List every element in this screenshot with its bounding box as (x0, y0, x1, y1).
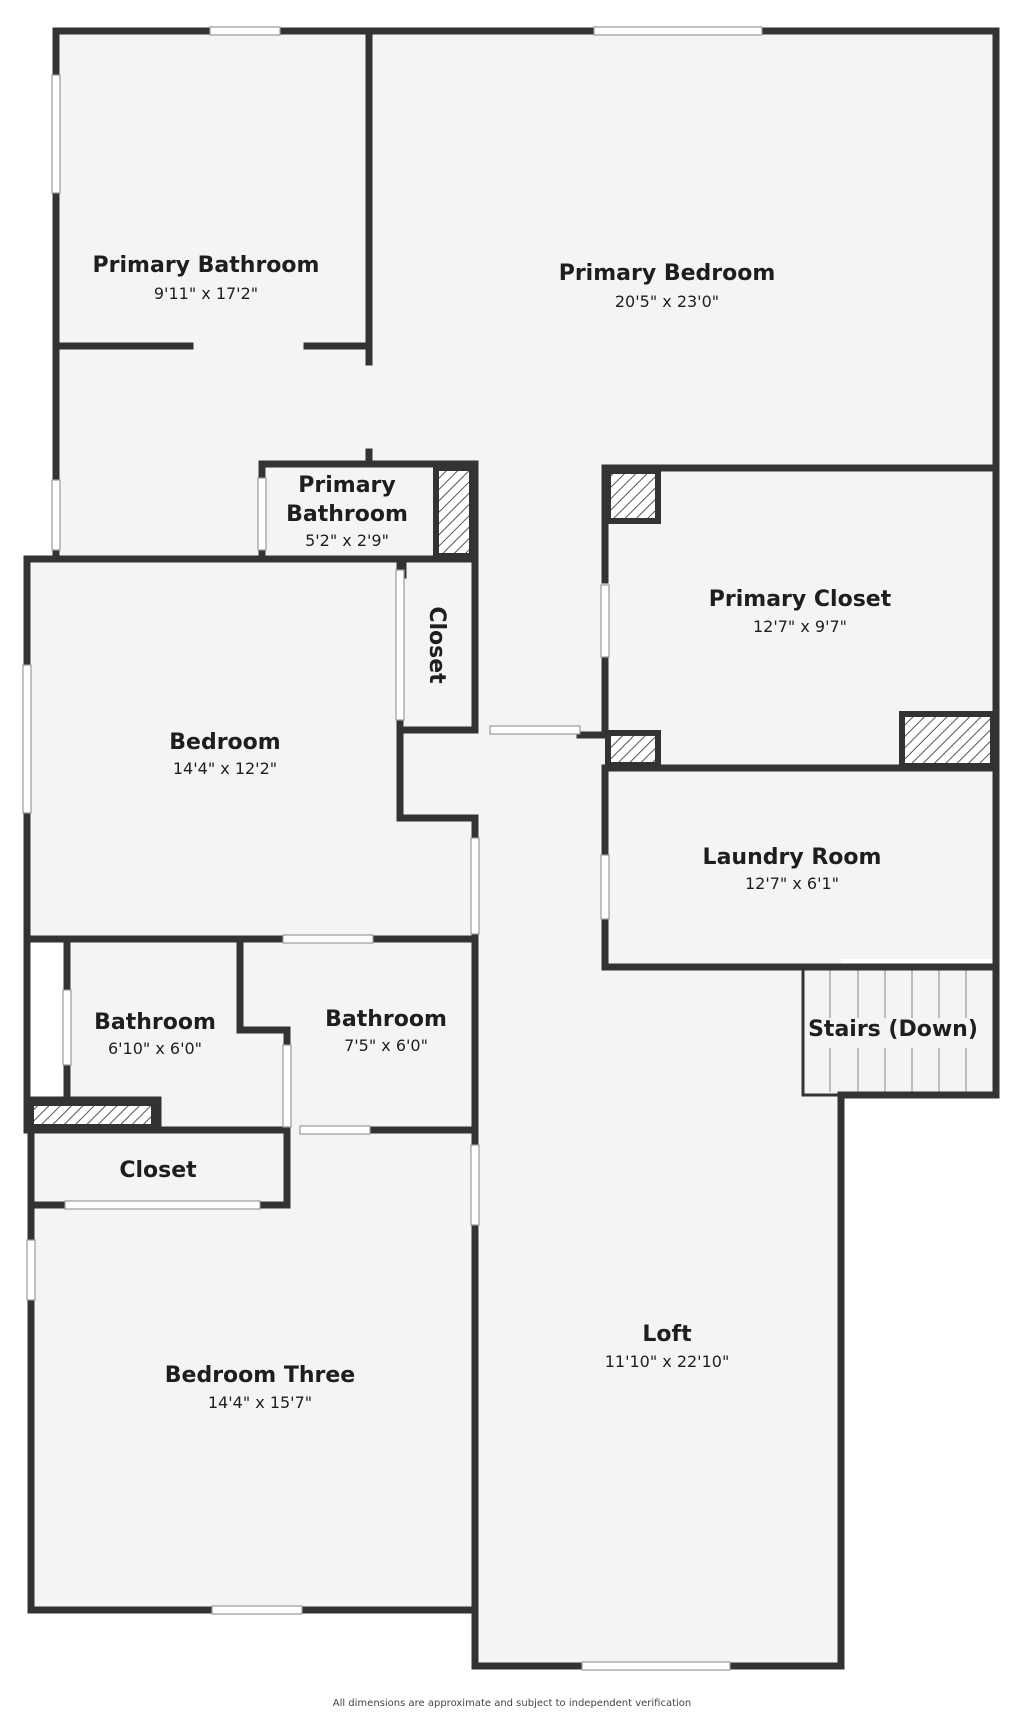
room-name: Bedroom Three (165, 1363, 355, 1388)
room-name-line-2: Bathroom (286, 502, 408, 527)
room-dimensions: 14'4" x 15'7" (208, 1393, 312, 1412)
room-dimensions: 12'7" x 6'1" (745, 874, 839, 893)
room-name: Closet (424, 606, 449, 684)
room-primary-bathroom-small[interactable]: Primary Bathroom 5'2" x 2'9" (286, 473, 408, 550)
room-bathroom-right[interactable]: Bathroom 7'5" x 6'0" (325, 1007, 447, 1055)
room-dimensions: 5'2" x 2'9" (305, 531, 389, 550)
room-dimensions: 14'4" x 12'2" (173, 759, 277, 778)
room-name: Primary Bathroom (93, 253, 320, 278)
room-name: Closet (119, 1158, 197, 1183)
room-primary-bathroom[interactable]: Primary Bathroom 9'11" x 17'2" (93, 253, 320, 303)
room-dimensions: 11'10" x 22'10" (605, 1352, 730, 1371)
room-bedroom-three[interactable]: Bedroom Three 14'4" x 15'7" (165, 1363, 355, 1412)
room-name-line-1: Primary (298, 473, 395, 498)
room-name: Primary Closet (709, 587, 892, 612)
room-closet-small[interactable]: Closet (119, 1158, 197, 1183)
room-dimensions: 7'5" x 6'0" (344, 1036, 428, 1055)
room-bedroom[interactable]: Bedroom 14'4" x 12'2" (169, 730, 280, 778)
windows (22, 26, 763, 1671)
hatched-chases (28, 465, 996, 1130)
room-name: Primary Bedroom (559, 261, 776, 286)
room-bathroom-left[interactable]: Bathroom 6'10" x 6'0" (94, 1010, 216, 1058)
room-dimensions: 20'5" x 23'0" (615, 292, 719, 311)
room-dimensions: 6'10" x 6'0" (108, 1039, 202, 1058)
room-name: Bathroom (94, 1010, 216, 1035)
disclaimer-text: All dimensions are approximate and subje… (333, 1698, 692, 1709)
room-name: Bathroom (325, 1007, 447, 1032)
room-primary-bedroom[interactable]: Primary Bedroom 20'5" x 23'0" (559, 261, 776, 311)
room-name: Loft (642, 1322, 692, 1347)
room-dimensions: 12'7" x 9'7" (753, 617, 847, 636)
room-closet-vertical[interactable]: Closet (424, 606, 449, 684)
room-name: Laundry Room (703, 845, 882, 870)
room-stairs-label[interactable]: Stairs (Down) (808, 1017, 978, 1042)
room-name: Bedroom (169, 730, 280, 755)
room-name: Stairs (Down) (808, 1017, 978, 1042)
room-dimensions: 9'11" x 17'2" (154, 284, 258, 303)
room-primary-closet[interactable]: Primary Closet 12'7" x 9'7" (709, 587, 892, 636)
room-loft[interactable]: Loft 11'10" x 22'10" (605, 1322, 730, 1371)
room-laundry-room[interactable]: Laundry Room 12'7" x 6'1" (703, 845, 882, 893)
